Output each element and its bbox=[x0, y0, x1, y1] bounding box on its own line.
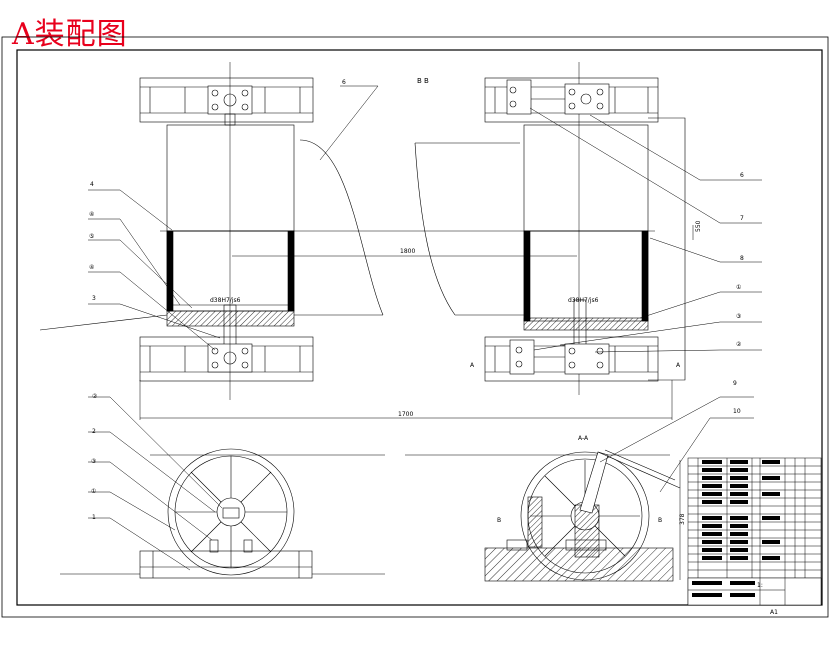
title-block-sheet: A1 bbox=[770, 609, 778, 616]
section-label-b: B bbox=[497, 517, 501, 524]
section-mark-a-left: A bbox=[470, 362, 475, 369]
dimension-378: 378 bbox=[679, 513, 686, 525]
dimension-550: 550 bbox=[695, 220, 702, 232]
title-block-scale: 1: bbox=[757, 582, 763, 589]
callout-10: 10 bbox=[733, 408, 741, 415]
callout-circled-5: ⑤ bbox=[89, 233, 94, 240]
leader-lines-bottom-right bbox=[599, 396, 754, 493]
callout-2: 2 bbox=[92, 428, 96, 435]
callout-circled-1b: ① bbox=[91, 488, 96, 495]
callout-4: 4 bbox=[90, 181, 94, 188]
callout-1: 1 bbox=[92, 514, 96, 521]
fit-label-right: d38H7/js6 bbox=[568, 297, 599, 304]
fit-label-left: d38H7/js6 bbox=[210, 297, 241, 304]
text-labels: B B 6 4 ④ ⑤ ④ 3 6 7 8 ① ③ ② 1800 1700 55… bbox=[89, 77, 778, 616]
parts-list-marks bbox=[692, 460, 780, 597]
section-mark-a-right: A bbox=[676, 362, 681, 369]
section-label-aa: A-A bbox=[578, 435, 589, 442]
outer-frame bbox=[1, 36, 829, 618]
callout-circled-2: ② bbox=[736, 341, 742, 348]
drawing-title: A装配图 bbox=[12, 17, 128, 52]
callout-circled-3b: ③ bbox=[91, 458, 96, 465]
section-label-b2: B bbox=[658, 517, 662, 524]
section-label: B B bbox=[417, 77, 429, 85]
dimension-1800: 1800 bbox=[400, 248, 415, 255]
callout-circled-4b: ④ bbox=[89, 264, 94, 271]
leader-lines-bottom-left bbox=[88, 396, 223, 571]
callout-6: 6 bbox=[342, 79, 346, 86]
callout-6b: 6 bbox=[740, 172, 744, 179]
callout-circled-2b: ② bbox=[92, 393, 98, 400]
inner-frame bbox=[16, 49, 823, 606]
callout-8: 8 bbox=[740, 255, 744, 262]
plan-view-right bbox=[414, 77, 686, 382]
section-view-right bbox=[405, 449, 681, 582]
side-view-left bbox=[60, 448, 385, 579]
dimension-1700: 1700 bbox=[398, 411, 413, 418]
callout-7: 7 bbox=[740, 215, 744, 222]
leader-lines bbox=[88, 85, 762, 353]
callout-3: 3 bbox=[92, 295, 96, 302]
callout-circled-4: ④ bbox=[89, 211, 94, 218]
callout-9: 9 bbox=[733, 380, 737, 387]
dimension-lines bbox=[139, 225, 694, 580]
callout-circled-3: ③ bbox=[736, 313, 741, 320]
plan-view-left bbox=[39, 77, 384, 382]
callout-circled-1: ① bbox=[736, 284, 741, 291]
